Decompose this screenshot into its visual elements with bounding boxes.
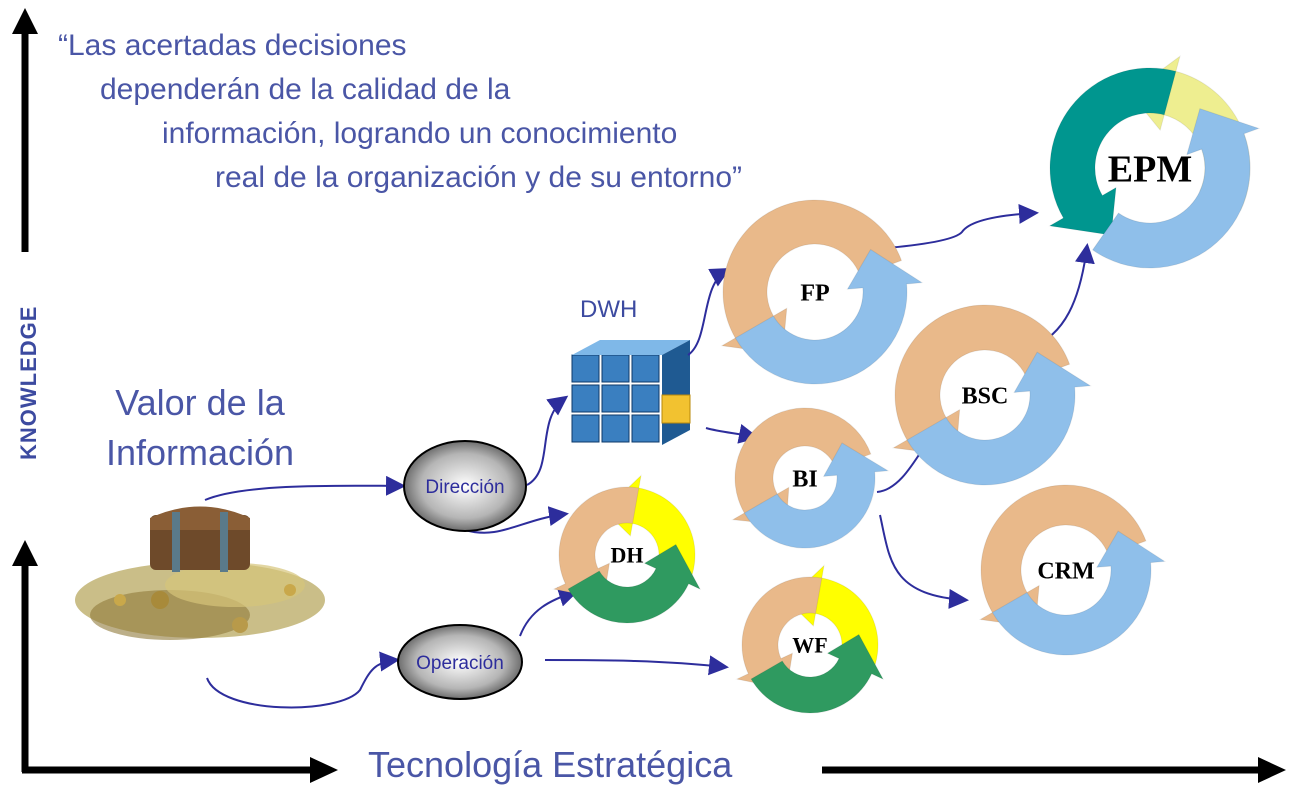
y-axis-label: KNOWLEDGE: [16, 305, 41, 460]
dh-cycle-arrow-3: [567, 543, 702, 624]
y-axis-arrow-top: [12, 8, 38, 252]
cube-highlight-block: [661, 394, 691, 424]
connector-valor-direccion: [204, 475, 406, 501]
cube-block: [601, 354, 630, 383]
epm-cycle: EPM: [1048, 54, 1261, 269]
connector-direccion-dwh: [526, 395, 569, 486]
dh-cycle: DH: [552, 474, 702, 624]
operacion-node: Operación: [397, 624, 523, 700]
dh-cycle-arrow-2: [552, 486, 640, 600]
wf-cycle: WF: [735, 564, 885, 714]
wf-label: WF: [792, 633, 827, 658]
data-warehouse-cube-icon: [571, 340, 691, 445]
crm-cycle-arrow-1: [978, 484, 1147, 628]
cube-block: [631, 354, 660, 383]
dwh-label: DWH: [580, 296, 638, 323]
bi-cycle-arrow-1: [731, 407, 872, 526]
valor-informacion-title: Valor de la Información: [90, 378, 310, 478]
connectors: [204, 203, 1095, 709]
cube-block: [571, 414, 600, 443]
epm-cycle-arrow-3: [1091, 108, 1261, 269]
bsc-cycle-arrow-2: [906, 351, 1092, 486]
cube-side: [662, 340, 690, 445]
connector-operacion-wf: [544, 655, 729, 676]
dh-label: DH: [611, 543, 644, 568]
bi-cycle: BI: [731, 407, 890, 549]
cube-block: [571, 354, 600, 383]
bsc-cycle-arrow-1: [891, 304, 1071, 457]
quote-line-1: “Las acertadas decisiones: [58, 29, 407, 62]
connector-fp-epm: [886, 203, 1039, 249]
crm-cycle-arrow-2: [991, 530, 1167, 656]
bsc-label: BSC: [962, 383, 1009, 409]
treasure-chest-image: [75, 506, 325, 640]
cube-block: [571, 384, 600, 413]
connector-dwh-bi: [705, 424, 759, 444]
fp-cycle-arrow-1: [720, 199, 903, 355]
quote-line-3: información, logrando un conocimiento: [162, 117, 678, 150]
operacion-label: Operación: [416, 653, 504, 674]
cube-block: [631, 384, 660, 413]
quote-line-2: dependerán de la calidad de la: [100, 73, 511, 106]
connector-operacion-dh: [519, 587, 579, 637]
wf-cycle-arrow-3: [750, 633, 885, 714]
cycles: FP EPM BSC BI CRM DH WF: [552, 54, 1261, 714]
cube-block: [631, 414, 660, 443]
crm-label: CRM: [1037, 558, 1094, 584]
valor-line-1: Valor de la: [115, 382, 285, 423]
cube-top: [572, 340, 690, 355]
bi-cycle-arrow-2: [743, 442, 890, 549]
valor-line-2: Información: [105, 432, 295, 473]
connector-valor-operacion: [206, 651, 400, 709]
direccion-label: Dirección: [425, 477, 504, 498]
wf-cycle-arrow-2: [735, 576, 823, 690]
x-axis-arrow-right: [822, 757, 1286, 783]
connector-dwh-fp: [687, 268, 731, 356]
connector-direccion-dh: [464, 506, 569, 534]
fp-label: FP: [800, 280, 829, 306]
connector-bi-crm: [879, 514, 969, 609]
cube-block: [601, 414, 630, 443]
direccion-node: Dirección: [403, 440, 527, 532]
epm-label: EPM: [1108, 148, 1192, 190]
x-axis-label: Tecnología Estratégica: [368, 744, 733, 785]
fp-cycle-arrow-2: [734, 248, 924, 385]
quote-line-4: real de la organización y de su entorno”: [215, 161, 742, 194]
cube-block: [601, 384, 630, 413]
epm-cycle-arrow-2: [1048, 67, 1177, 236]
bsc-cycle: BSC: [891, 304, 1092, 486]
y-axis-arrow-bottom: [12, 540, 38, 772]
bi-label: BI: [792, 466, 817, 492]
crm-cycle: CRM: [978, 484, 1167, 656]
fp-cycle: FP: [720, 199, 924, 385]
x-axis-arrow-left: [22, 757, 338, 783]
